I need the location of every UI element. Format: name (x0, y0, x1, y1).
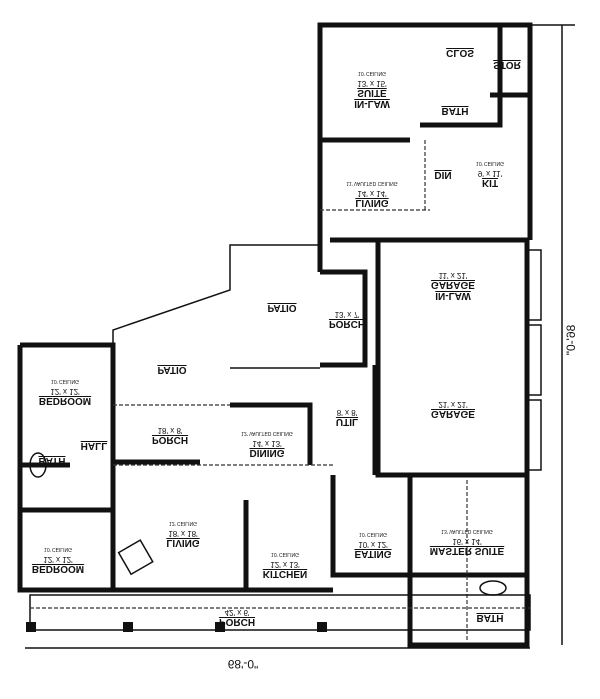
room-name: STOR (493, 59, 521, 70)
room-name: IN-LAW (354, 98, 390, 109)
room-name: PORCH (152, 434, 188, 445)
room-name: UTIL (336, 416, 358, 427)
patio-outline (26, 140, 542, 640)
room-label: 10' CEILING 12' x 12'BEDROOM (39, 378, 91, 406)
room-name: LIVING (166, 537, 200, 548)
room-name: GARAGE (431, 408, 475, 419)
room-label: 42' x 6'PORCH (219, 608, 255, 627)
room-size: 12' x 12' (43, 555, 73, 564)
room-name: PATIO (157, 364, 186, 375)
room-size: 42' x 6' (225, 608, 250, 617)
room-size: 12' x 12' (50, 387, 80, 396)
room-label: 10' CEILING 9' x 11'KIT (476, 160, 504, 188)
room-label: PATIO (267, 302, 296, 313)
room-size: 13' x 15' (357, 79, 387, 88)
room-size: 13' x 7' (335, 310, 360, 319)
room-label: 10' CEILING 10' x 12'EATING (354, 531, 391, 559)
room-ceiling-note: 13' VAULTED CEILING (441, 528, 493, 534)
room-size: 8' x 8' (337, 408, 358, 417)
room-name: MASTER SUITE (430, 545, 505, 556)
walls (17, 22, 533, 648)
room-name: IN-LAW (435, 290, 471, 301)
room-name: LIVING (355, 197, 389, 208)
overall-width: 68'-0" (228, 657, 259, 671)
room-label: 12' CEILING 18' x 18'LIVING (166, 520, 200, 548)
room-size: 14' x 14' (357, 189, 387, 198)
room-name: BATH (38, 455, 65, 466)
room-size: 9' x 11' (478, 169, 503, 178)
room-label: CLOS (446, 47, 474, 58)
room-ceiling-note: 10' CEILING (44, 546, 72, 552)
room-label: 13' x 7'PORCH (329, 310, 365, 329)
room-name: KITCHEN (263, 568, 307, 579)
room-name: PORCH (219, 616, 255, 627)
room-label: 18' x 8'PORCH (152, 426, 188, 445)
room-labels: 68'-0" 86'-0" (228, 325, 578, 671)
room-label: 21' x 21'GARAGE (431, 400, 475, 419)
room-label: 10' CEILING 12' x 12'BEDROOM (32, 546, 84, 574)
room-label: 13' VAULTED CEILING 16' x 14'MASTER SUITE (430, 528, 505, 556)
room-label: BATH (476, 612, 503, 623)
room-label: 8' x 8'UTIL (336, 408, 358, 427)
room-size: 18' x 18' (168, 529, 198, 538)
room-label: PATIO (157, 364, 186, 375)
room-label: 10' CEILING 12' x 13'KITCHEN (263, 551, 307, 579)
room-name: BEDROOM (32, 563, 84, 574)
room-ceiling-note: 12' CEILING (169, 520, 197, 526)
room-ceiling-note: 10' CEILING (51, 378, 79, 384)
overall-depth: 86'-0" (564, 325, 578, 356)
room-size: 14' x 13' (252, 439, 282, 448)
room-label: BATH (38, 455, 65, 466)
room-name: GARAGE (431, 279, 475, 290)
room-name: HALL (81, 440, 108, 451)
room-name: DIN (434, 169, 451, 180)
room-label: HALL (81, 440, 108, 451)
room-name: EATING (354, 548, 391, 559)
room-name: DINING (250, 447, 285, 458)
room-label: 12' VAULTED CEILING 14' x 13'DINING (241, 430, 293, 458)
room-name: SUITE (357, 87, 387, 98)
room-size: 21' x 21' (438, 400, 468, 409)
room-name: BATH (441, 105, 468, 116)
room-size: 16' x 14' (452, 537, 482, 546)
room-size: 18' x 8' (158, 426, 183, 435)
room-ceiling-note: 10' CEILING (476, 160, 504, 166)
room-name: CLOS (446, 47, 474, 58)
room-name: BATH (476, 612, 503, 623)
room-name: PORCH (329, 318, 365, 329)
room-label: DIN (434, 169, 451, 180)
room-size: 11' x 21' (439, 271, 468, 280)
room-ceiling-note: 12' VAULTED CEILING (241, 430, 293, 436)
room-label: 11' VAULTED CEILING 14' x 14'LIVING (346, 180, 397, 208)
room-ceiling-note: 10' CEILING (271, 551, 299, 557)
room-size: 12' x 13' (270, 560, 300, 569)
room-ceiling-note: 10' CEILING (358, 70, 386, 76)
room-label: BATH (441, 105, 468, 116)
room-name: BEDROOM (39, 395, 91, 406)
room-ceiling-note: 11' VAULTED CEILING (346, 180, 397, 186)
room-label: STOR (493, 59, 521, 70)
room-name: KIT (482, 177, 498, 188)
dimensions (25, 24, 575, 649)
room-name: PATIO (267, 302, 296, 313)
room-ceiling-note: 10' CEILING (359, 531, 387, 537)
room-size: 10' x 12' (358, 540, 388, 549)
